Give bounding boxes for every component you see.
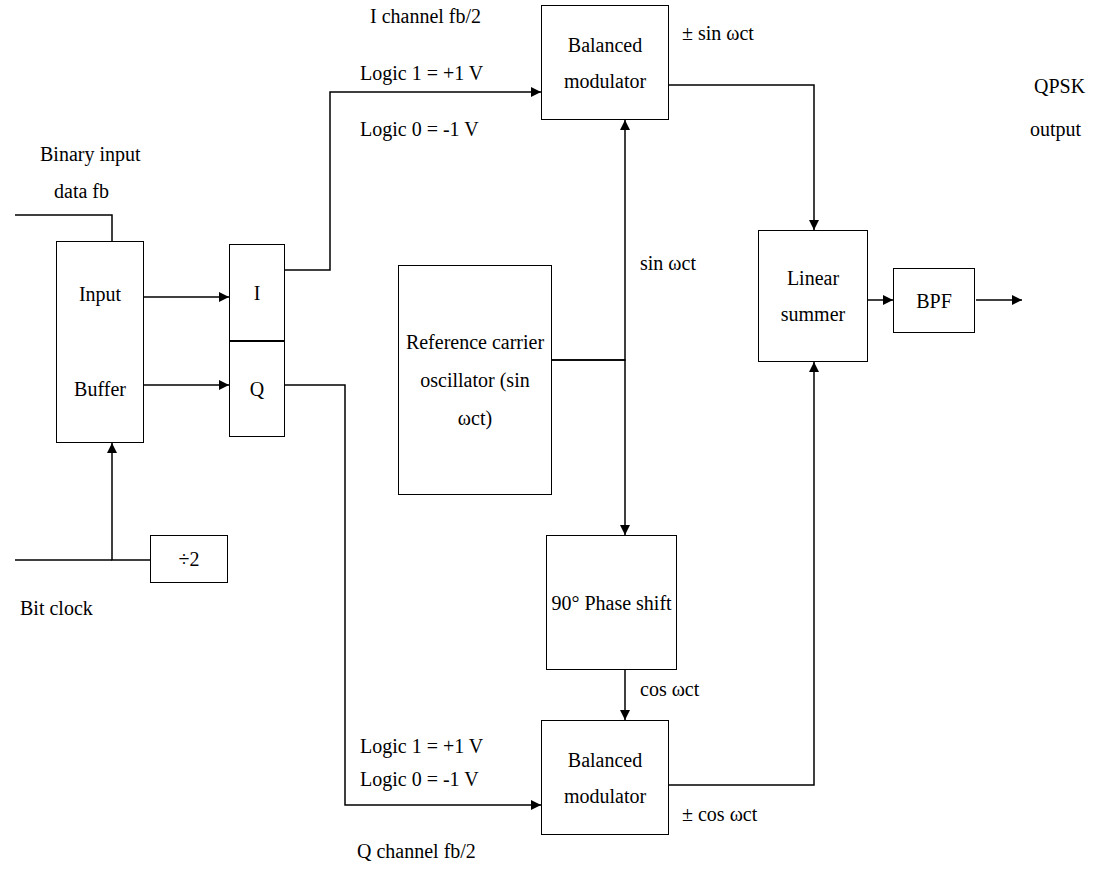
- signal-label: Bit clock: [18, 597, 95, 619]
- oscillator-box: Reference carrier oscillator (sin ωct): [398, 265, 552, 495]
- box-text: Q: [250, 377, 264, 401]
- signal-label: Logic 0 = -1 V: [358, 118, 481, 140]
- box-text: BPF: [916, 289, 952, 313]
- signal-connector: [868, 299, 893, 301]
- signal-label: QPSK: [1032, 75, 1087, 97]
- filter-box: BPF: [893, 268, 975, 333]
- box-text: Reference carrier oscillator (sin ωct): [403, 323, 547, 437]
- channel-box: I: [229, 244, 285, 341]
- signal-connector: [285, 92, 541, 270]
- output-arrow: [976, 299, 1022, 301]
- signal-connector: [552, 120, 625, 360]
- channel-box: Q: [229, 341, 285, 437]
- signal-label: Binary input: [38, 143, 143, 165]
- signal-label: sin ωct: [638, 252, 698, 274]
- signal-label: output: [1028, 118, 1083, 140]
- box-text: I: [254, 281, 261, 305]
- signal-connector: [624, 670, 626, 720]
- box-text: Balanced modulator: [546, 27, 664, 99]
- box-text: ÷2: [179, 547, 200, 571]
- summer-box: Linear summer: [758, 230, 868, 362]
- signal-label: Logic 1 = +1 V: [358, 62, 485, 84]
- signal-connector: [144, 384, 229, 386]
- signal-connector: [144, 296, 229, 298]
- divider-box: ÷2: [150, 535, 228, 583]
- signal-connector: [552, 360, 625, 535]
- box-text: Input Buffer: [61, 247, 139, 437]
- signal-label: Logic 0 = -1 V: [358, 768, 481, 790]
- signal-connector: [669, 362, 814, 785]
- box-text: Linear summer: [763, 260, 863, 332]
- box-text: Balanced modulator: [546, 742, 664, 814]
- modulator-box: Balanced modulator: [541, 5, 669, 120]
- signal-label: I channel fb/2: [368, 5, 483, 27]
- signal-connector: [112, 443, 150, 560]
- signal-label: cos ωct: [638, 678, 701, 700]
- signal-label: ± sin ωct: [680, 22, 756, 44]
- signal-connector: [669, 85, 814, 230]
- signal-label: ± cos ωct: [680, 803, 759, 825]
- bit-clock-wire: [15, 559, 112, 561]
- signal-label: Q channel fb/2: [355, 840, 478, 862]
- phase-shift-box: 90° Phase shift: [546, 535, 677, 670]
- box-text: 90° Phase shift: [551, 585, 671, 621]
- data-input-wire: [15, 215, 112, 244]
- buffer-box: Input Buffer: [56, 241, 144, 443]
- signal-label: data fb: [52, 180, 111, 202]
- modulator-box: Balanced modulator: [541, 720, 669, 835]
- signal-label: Logic 1 = +1 V: [358, 735, 485, 757]
